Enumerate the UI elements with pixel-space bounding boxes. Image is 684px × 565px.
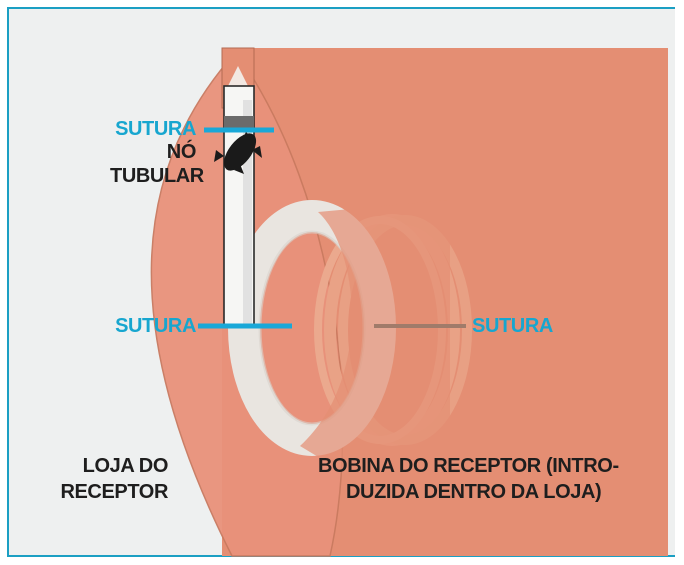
label-sutura-top: SUTURA <box>115 118 196 140</box>
tube-shadow <box>243 100 252 326</box>
tied-knot-icon <box>214 132 262 174</box>
tube-tip <box>228 66 248 86</box>
label-loja-line2: RECEPTOR <box>60 481 168 503</box>
label-sutura-mid-left: SUTURA <box>115 315 196 337</box>
pocket-overlay <box>300 200 450 470</box>
tube-band <box>224 116 254 130</box>
label-sutura-mid-right: SUTURA <box>472 315 553 337</box>
label-bobina-line1: BOBINA DO RECEPTOR (INTRO- <box>318 455 619 477</box>
label-bobina-line2: DUZIDA DENTRO DA LOJA) <box>346 481 602 503</box>
label-tubular-line2: TUBULAR <box>110 165 204 187</box>
label-loja-line1: LOJA DO <box>82 455 169 477</box>
label-no-line1: NÓ <box>166 141 197 163</box>
